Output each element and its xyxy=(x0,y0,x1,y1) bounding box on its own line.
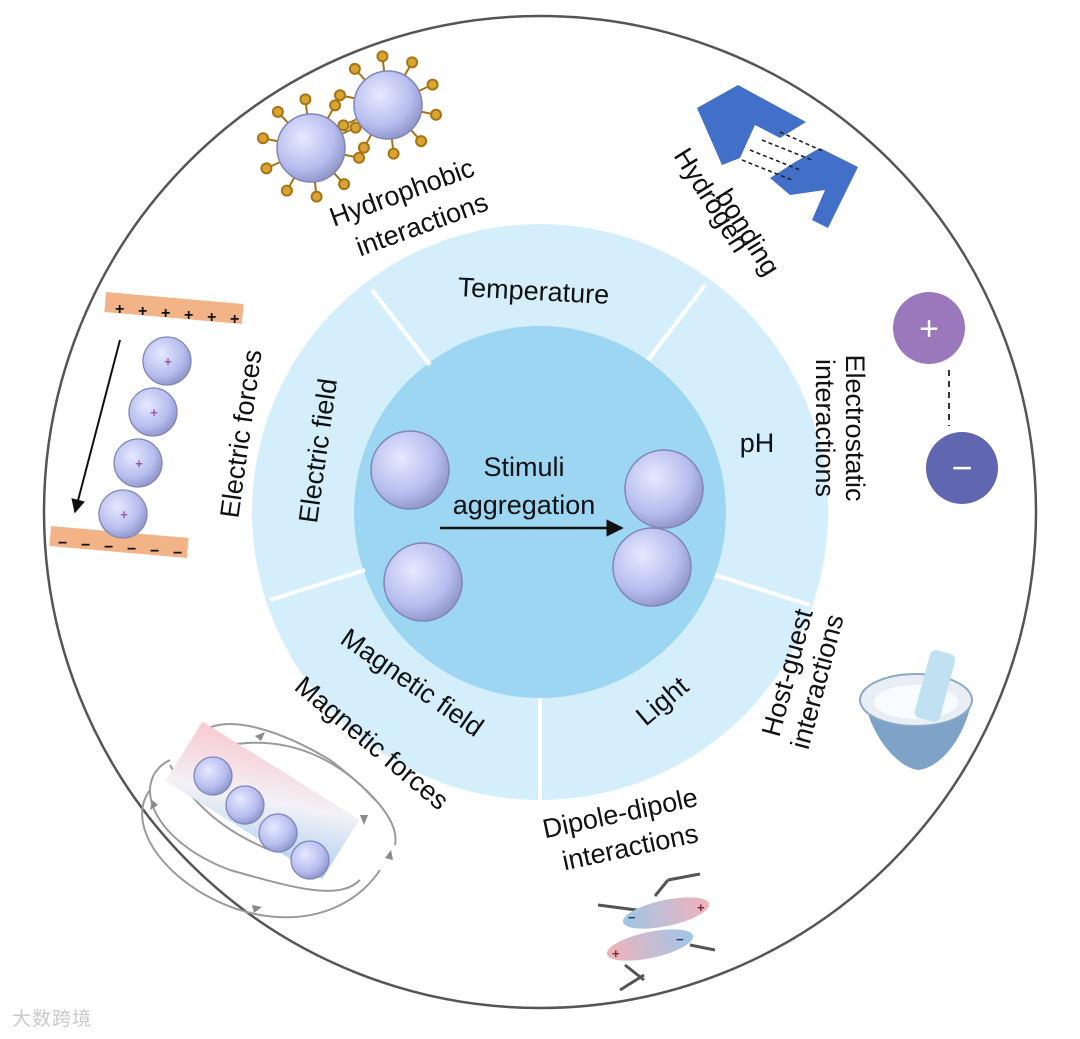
hydrophobic-head xyxy=(337,119,350,132)
particle xyxy=(370,430,450,510)
center-title-line2: aggregation xyxy=(453,490,596,520)
hydrophobic-tail xyxy=(390,138,395,149)
hydrophobic-tail xyxy=(418,85,429,92)
hydrophobic-tail xyxy=(270,161,281,168)
hydrophobic-head xyxy=(348,62,361,75)
electrode-minus: − xyxy=(81,537,90,554)
hydrophobic-tail xyxy=(347,118,358,125)
hydrophobic-head xyxy=(260,162,273,175)
dipole-minus: − xyxy=(628,910,636,925)
electrode-minus: − xyxy=(104,539,113,556)
dipole-plus: + xyxy=(697,900,705,915)
particle xyxy=(612,527,692,607)
hydrophobic-head xyxy=(387,147,400,160)
center-title-line1: Stimuli xyxy=(483,452,564,482)
electrostatic-illustration: + − xyxy=(893,292,998,504)
hydrophobic-head xyxy=(426,78,439,91)
hydrophobic-head xyxy=(349,121,362,134)
electrode-plus: + xyxy=(161,305,170,322)
center-content: Stimuli aggregation xyxy=(370,430,704,622)
electrode-plus: + xyxy=(207,309,216,326)
hydrophobic-head xyxy=(333,89,346,102)
hydrophobic-head xyxy=(271,105,284,118)
hydrophobic-tail xyxy=(410,129,419,139)
hydrophobic-head xyxy=(376,50,389,63)
electrode-plus: + xyxy=(115,301,124,318)
particle xyxy=(193,756,233,796)
hydrogen-bond-illustration xyxy=(697,85,858,228)
particle xyxy=(142,336,192,386)
electrode-plus: + xyxy=(138,303,147,320)
hydrophobic-head xyxy=(353,151,366,164)
plus-sign: + xyxy=(919,310,939,348)
particle xyxy=(225,785,265,825)
hydrophobic-tail xyxy=(341,128,352,135)
particle xyxy=(290,840,330,880)
stimulus-ph: pH xyxy=(740,428,775,458)
hydrophobic-head xyxy=(299,93,312,106)
hydrophobic-head xyxy=(280,184,293,197)
hydrophobic-head xyxy=(338,178,351,191)
hydrophobic-tail xyxy=(304,104,309,115)
particle xyxy=(258,813,298,853)
particle xyxy=(276,113,346,183)
magnetic-forces-illustration xyxy=(141,721,397,919)
cation xyxy=(893,292,965,364)
particle-charge: + xyxy=(150,405,158,420)
hydrophobic-tail xyxy=(313,181,318,192)
hydrophobic-tail xyxy=(344,95,355,100)
electric-forces-illustration: ++++++ −−−−−− + + + + xyxy=(49,292,244,562)
electrostatic-label-line2: interactions xyxy=(810,359,840,497)
hydrophobic-tail xyxy=(381,61,386,72)
particle xyxy=(353,70,423,140)
hydrophobic-tail xyxy=(333,172,342,182)
hydrophobic-tail xyxy=(357,71,366,81)
hydrophobic-tail xyxy=(403,66,411,76)
hydrophobic-head xyxy=(256,132,269,145)
hydrophobic-tail xyxy=(280,114,289,124)
hydrophobic-illustration xyxy=(256,50,443,203)
electrostatic-label-line1: Electrostatic xyxy=(840,354,870,501)
hydrophobic-tail xyxy=(344,153,355,158)
watermark: 大数跨境 xyxy=(12,1008,93,1030)
particle-charge: + xyxy=(135,456,143,471)
anion xyxy=(926,432,998,504)
hydrophobic-head xyxy=(406,56,419,69)
electrode-minus: − xyxy=(58,535,67,552)
electrode-minus: − xyxy=(150,543,159,560)
electrode-minus: − xyxy=(173,545,182,562)
hydrophobic-head xyxy=(329,99,342,112)
electrode-plus: + xyxy=(184,307,193,324)
hydrophobic-tail xyxy=(267,138,278,143)
particle xyxy=(383,542,463,622)
dipole-plus: + xyxy=(612,946,620,961)
electrode-plus: + xyxy=(230,311,239,328)
hydrophobic-head xyxy=(357,141,370,154)
hydrophobic-head xyxy=(415,135,428,148)
host-guest-illustration xyxy=(859,650,973,770)
particle-charge: + xyxy=(164,354,172,369)
particle-charge: + xyxy=(120,507,128,522)
dipole-illustration: + − − + xyxy=(597,872,716,992)
sector-dividers xyxy=(269,283,811,800)
hydrophobic-head xyxy=(430,108,443,121)
hydrophobic-tail xyxy=(326,109,334,119)
particle xyxy=(624,449,704,529)
hydrophobic-tail xyxy=(365,134,373,144)
electrode-minus: − xyxy=(127,541,136,558)
minus-sign: − xyxy=(951,447,972,488)
dipole-minus: − xyxy=(676,932,684,947)
hydrophobic-head xyxy=(310,190,323,203)
particle xyxy=(128,387,178,437)
particle xyxy=(98,489,148,539)
hydrophobic-tail xyxy=(421,110,432,115)
particle xyxy=(113,438,163,488)
hydrophobic-tail xyxy=(288,177,296,187)
